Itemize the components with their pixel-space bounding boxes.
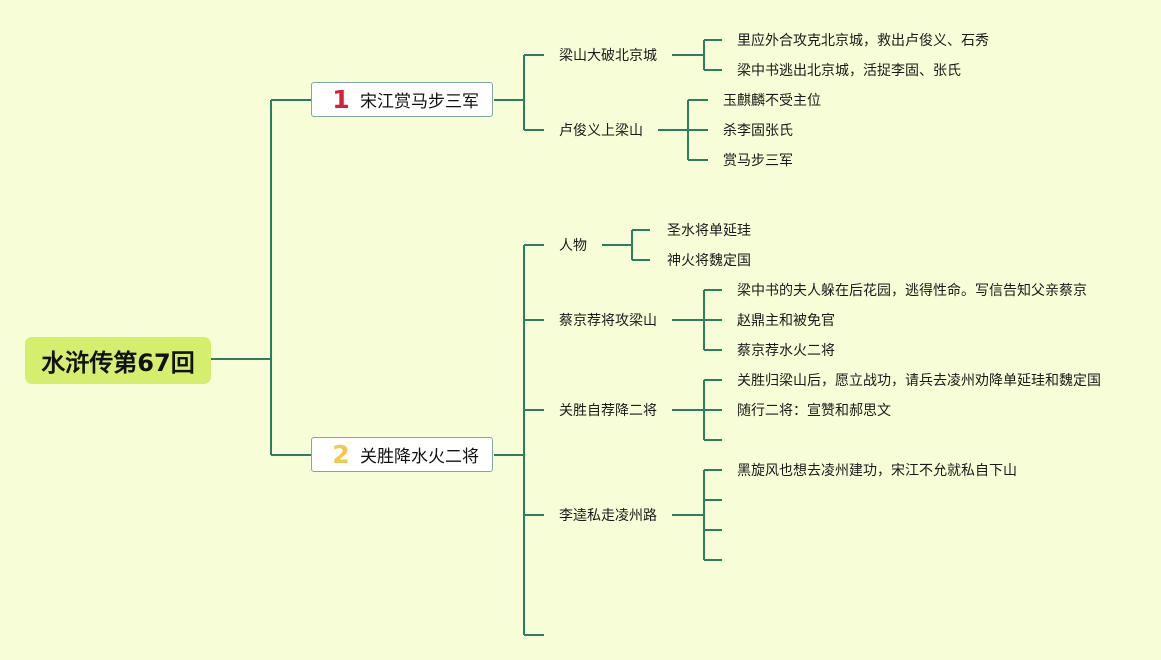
subtopic[interactable]: 李逵私走凌州路 [559,508,657,524]
subtopic[interactable]: 关胜自荐降二将 [559,403,657,419]
leaf-topic[interactable]: 赵鼎主和被免官 [737,313,835,329]
root-topic[interactable]: 水浒传第67回 [25,337,211,384]
b1c1-bracket [703,39,722,71]
branch2-bracket [523,244,544,636]
leaf-topic[interactable]: 黑旋风也想去凌州建功，宋江不允就私自下山 [737,463,1017,479]
number-1-icon: 1 [332,85,350,114]
subtopic[interactable]: 人物 [559,238,587,254]
subtopic[interactable]: 蔡京荐将攻梁山 [559,313,657,329]
branch-topic-1[interactable]: 1 宋江赏马步三军 [311,82,493,117]
branch1-bracket [523,54,544,131]
leaf-topic[interactable]: 里应外合攻克北京城，救出卢俊义、石秀 [737,33,989,49]
branch-title: 宋江赏马步三军 [360,92,479,112]
b2c2-bracket [703,289,722,351]
leaf-topic[interactable]: 梁中书逃出北京城，活捉李固、张氏 [737,63,961,79]
leaf-topic[interactable]: 梁中书的夫人躲在后花园，逃得性命。写信告知父亲蔡京 [737,283,1087,299]
leaf-topic[interactable]: 杀李固张氏 [723,123,793,139]
b2c4-bracket [703,469,722,561]
leaf-topic[interactable]: 关胜归梁山后，愿立战功，请兵去凌州劝降单延珪和魏定国 [737,373,1101,389]
branch-title: 关胜降水火二将 [360,447,479,467]
leaf-topic[interactable]: 赏马步三军 [723,153,793,169]
b2c1-bracket [631,229,650,261]
root-bracket [270,99,311,456]
leaf-topic[interactable]: 神火将魏定国 [667,253,751,269]
branch-topic-2[interactable]: 2 关胜降水火二将 [311,437,493,472]
leaf-topic[interactable]: 蔡京荐水火二将 [737,343,835,359]
b1c2-bracket [687,99,708,161]
subtopic[interactable]: 卢俊义上梁山 [559,123,643,139]
leaf-topic[interactable]: 圣水将单延珪 [667,223,751,239]
subtopic[interactable]: 梁山大破北京城 [559,48,657,64]
b2c3-bracket [703,379,722,441]
number-2-icon: 2 [332,440,350,469]
leaf-topic[interactable]: 玉麒麟不受主位 [723,93,821,109]
leaf-topic[interactable]: 随行二将：宣赞和郝思文 [737,403,891,419]
